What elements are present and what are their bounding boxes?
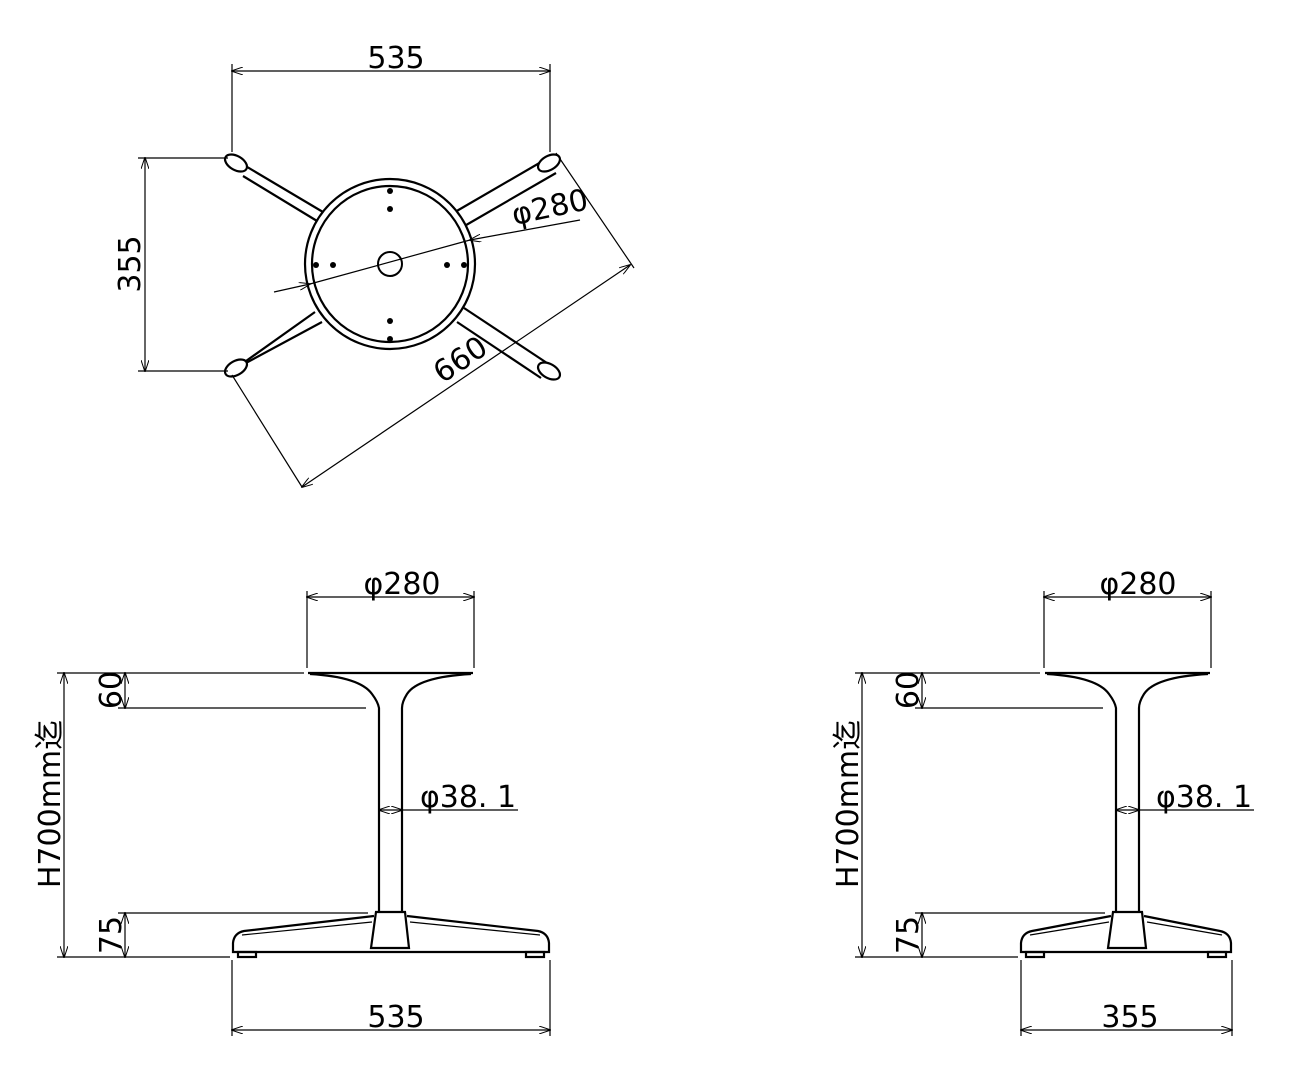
side-view: φ280 60 H700mm迄 75 φ38. 1 355 bbox=[831, 567, 1254, 1036]
front-view: φ280 60 H700mm迄 75 φ38. 1 535 bbox=[33, 567, 550, 1036]
front-base-label: 535 bbox=[367, 1000, 424, 1035]
side-column-label: φ38. 1 bbox=[1156, 780, 1252, 815]
side-height-label: H700mm迄 bbox=[831, 720, 866, 888]
front-view-body bbox=[231, 671, 551, 959]
side-view-body bbox=[1019, 671, 1233, 959]
top-plate-diameter-label: φ280 bbox=[509, 183, 592, 233]
top-diagonal-label: 660 bbox=[427, 330, 494, 391]
top-view-plate bbox=[303, 177, 477, 351]
front-column-label: φ38. 1 bbox=[420, 780, 516, 815]
front-height-label: H700mm迄 bbox=[33, 720, 68, 888]
top-view: 535 355 φ280 660 bbox=[113, 41, 635, 487]
front-foot-label: 75 bbox=[94, 916, 129, 954]
top-width-label: 535 bbox=[367, 41, 424, 76]
top-depth-label: 355 bbox=[113, 235, 148, 292]
side-foot-label: 75 bbox=[891, 916, 926, 954]
side-plate-label: φ280 bbox=[1099, 567, 1176, 602]
front-neck-label: 60 bbox=[94, 671, 129, 709]
side-base-label: 355 bbox=[1101, 1000, 1158, 1035]
side-neck-label: 60 bbox=[891, 671, 926, 709]
front-plate-label: φ280 bbox=[363, 567, 440, 602]
